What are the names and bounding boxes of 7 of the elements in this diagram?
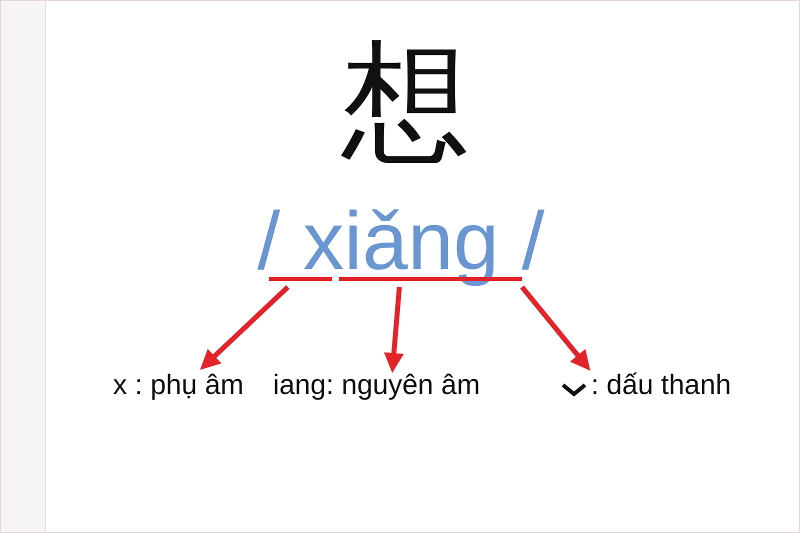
arrow bbox=[200, 285, 290, 370]
chinese-character: 想 bbox=[340, 39, 471, 167]
arrow bbox=[384, 286, 404, 373]
caption-text: iang: nguyên âm bbox=[273, 371, 480, 399]
arrow bbox=[520, 285, 590, 371]
caption-text: : dấu thanh bbox=[591, 371, 732, 399]
caption-text: x : phụ âm bbox=[113, 371, 244, 399]
